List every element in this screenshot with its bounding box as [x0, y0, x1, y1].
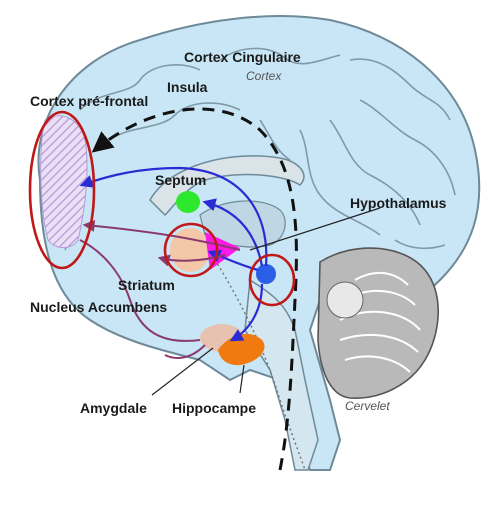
cerebellum: [318, 248, 438, 398]
septum-nucleus: [176, 191, 200, 213]
label-cortex: Cortex: [246, 69, 282, 83]
label-insula: Insula: [167, 79, 208, 95]
striatum-nucleus: [170, 228, 210, 272]
vta-nucleus: [256, 264, 276, 284]
label-striatum: Striatum: [118, 277, 175, 293]
label-nucleus-accumbens: Nucleus Accumbens: [30, 299, 167, 315]
label-hypothalamus: Hypothalamus: [350, 195, 447, 211]
label-cervelet: Cervelet: [345, 399, 390, 413]
cerebellum-arbor: [327, 282, 363, 318]
label-hippocampe: Hippocampe: [172, 400, 256, 416]
prefrontal-area: [41, 116, 87, 248]
label-cortex-cingulaire: Cortex Cingulaire: [184, 49, 301, 65]
label-amygdale: Amygdale: [80, 400, 147, 416]
label-septum: Septum: [155, 172, 206, 188]
label-cortex-prefrontal: Cortex pré-frontal: [30, 93, 148, 109]
